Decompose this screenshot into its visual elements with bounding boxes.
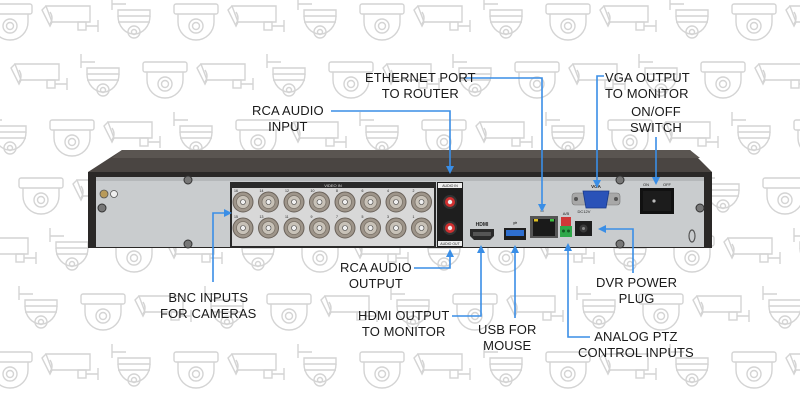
usb-icon: ⇌	[513, 221, 517, 227]
switch-on-marking: ON	[643, 182, 649, 187]
bnc-channel-number: 8	[336, 189, 338, 193]
switch-off-marking: OFF	[663, 182, 672, 187]
bnc-connector[interactable]	[283, 191, 305, 213]
bnc-connector[interactable]	[258, 191, 279, 213]
bnc-connector[interactable]	[334, 191, 356, 213]
bnc-inputs[interactable]: 16 14 12 10 8 6 4 2 15 13 11 9 7 5 3 1	[232, 189, 432, 239]
audio-out-marking: AUDIO OUT	[440, 242, 460, 246]
audio-block	[437, 182, 463, 247]
hdmi-marking: HDMI	[476, 222, 489, 228]
ethernet-port[interactable]	[530, 216, 558, 238]
rca-audio-in[interactable]	[443, 195, 457, 209]
hdmi-port[interactable]	[470, 229, 494, 240]
ptz-marking: A/B	[563, 211, 570, 216]
bnc-connector[interactable]	[309, 217, 330, 239]
bnc-channel-number: 11	[285, 215, 289, 219]
network-icon: ⌂	[540, 208, 544, 214]
bnc-connector[interactable]	[258, 217, 279, 239]
bnc-channel-number: 4	[387, 189, 389, 193]
bnc-channel-number: 13	[260, 215, 264, 219]
dc-marking: DC12V	[578, 209, 591, 214]
dc-power-jack[interactable]	[575, 221, 592, 236]
bnc-channel-number: 14	[260, 189, 264, 193]
bnc-channel-number: 6	[362, 189, 364, 193]
ground-terminal	[99, 189, 118, 199]
bnc-channel-number: 5	[362, 215, 364, 219]
bnc-connector[interactable]	[385, 191, 407, 213]
bnc-connector[interactable]	[232, 217, 254, 239]
bnc-channel-number: 7	[336, 215, 338, 219]
bnc-connector[interactable]	[360, 217, 381, 239]
bnc-channel-number: 10	[311, 189, 315, 193]
audio-in-marking: AUDIO IN	[442, 184, 458, 188]
bnc-connector[interactable]	[283, 217, 305, 239]
rca-audio-out[interactable]	[443, 221, 457, 235]
video-in-marking: VIDEO IN	[324, 183, 342, 188]
bnc-connector[interactable]	[309, 191, 330, 213]
bnc-connector[interactable]	[232, 191, 254, 213]
power-switch[interactable]	[640, 188, 674, 214]
bnc-channel-number: 9	[311, 215, 313, 219]
bnc-channel-number: 16	[234, 189, 238, 193]
bnc-channel-number: 12	[285, 189, 289, 193]
ptz-terminal[interactable]	[560, 217, 572, 237]
bnc-connector[interactable]	[360, 191, 381, 213]
vga-marking: VGA	[591, 184, 602, 189]
bnc-channel-number: 3	[387, 215, 389, 219]
bnc-connector[interactable]	[385, 217, 407, 239]
vga-port[interactable]	[571, 190, 621, 209]
bnc-channel-number: 15	[234, 215, 238, 219]
usb-port[interactable]	[504, 228, 526, 240]
bnc-connector[interactable]	[411, 217, 432, 239]
bnc-connector[interactable]	[334, 217, 356, 239]
bnc-connector[interactable]	[411, 191, 432, 213]
cable-clip	[688, 229, 696, 243]
bnc-channel-number: 2	[413, 189, 415, 193]
screws	[97, 175, 705, 249]
bnc-channel-number: 1	[413, 215, 415, 219]
